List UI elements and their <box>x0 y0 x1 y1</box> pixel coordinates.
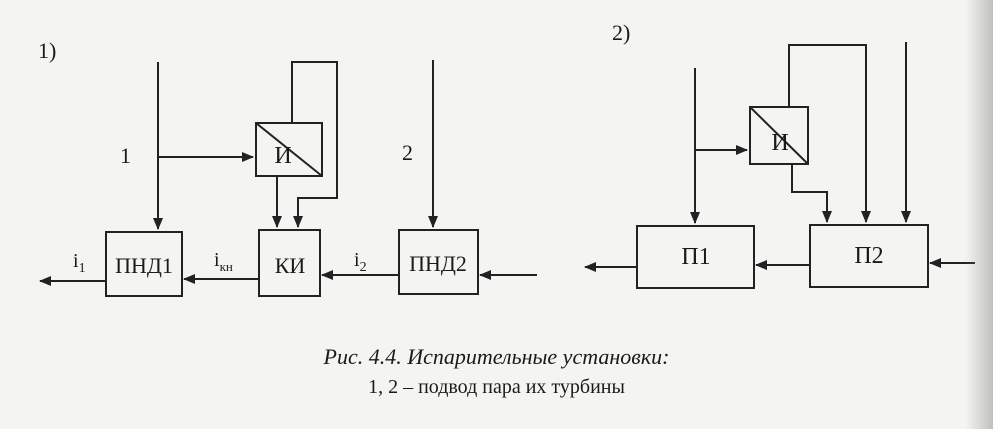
p2-block: П2 <box>809 224 929 288</box>
steam-input-2-label: 2 <box>402 140 413 165</box>
steam-input-1-label: 1 <box>120 143 131 168</box>
page-edge-shadow <box>965 0 993 429</box>
diagram-2: 2) И П1 П2 <box>584 20 975 289</box>
figure-caption-subtitle: 1, 2 – подвод пара их турбины <box>368 376 625 398</box>
pnd1-block: ПНД1 <box>105 231 183 297</box>
evaporator-vapor-to-ki-arrow <box>291 61 338 228</box>
ki-label: КИ <box>275 253 306 278</box>
p1-block: П1 <box>636 225 755 289</box>
evaporator-block-2: И <box>749 106 809 165</box>
pnd2-label: ПНД2 <box>409 251 467 276</box>
flow-i1-label: i1 <box>73 250 86 276</box>
diagram-2-label: 2) <box>612 20 630 45</box>
diagram-1: 1) 1 И 2 ПНД1 КИ ПНД2 <box>38 38 537 297</box>
p1-label: П1 <box>681 244 710 270</box>
evaporator-diagonal <box>255 122 323 177</box>
evaporator-2-diagonal <box>749 106 809 165</box>
p2-label: П2 <box>854 243 883 269</box>
flow-i2-label: i2 <box>354 249 367 275</box>
figure-caption-title: Рис. 4.4. Испарительные установки: <box>323 344 670 369</box>
evaporator-block-1: И <box>255 122 323 177</box>
pnd1-label: ПНД1 <box>115 253 173 278</box>
evaporator-2-to-p2-arrow <box>791 164 832 223</box>
flow-ikn-label: iкн <box>214 249 233 274</box>
evaporator-label: И <box>274 143 291 169</box>
pnd2-block: ПНД2 <box>398 229 479 295</box>
ki-block: КИ <box>258 229 321 297</box>
diagram-1-label: 1) <box>38 38 56 63</box>
evaporator-2-vapor-to-p2-arrow <box>788 44 871 223</box>
evaporator-2-label: И <box>771 130 788 156</box>
